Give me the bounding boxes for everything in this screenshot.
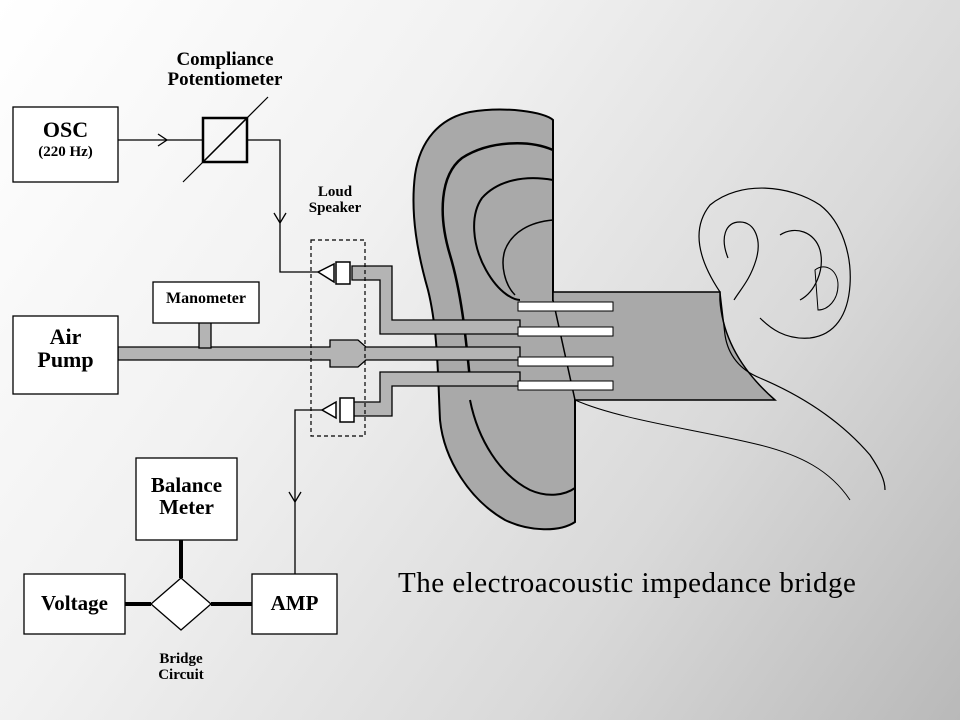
osc-title: OSC bbox=[42, 117, 89, 142]
air-pump-box bbox=[12, 315, 119, 395]
balance-meter-line1: Balance bbox=[150, 473, 223, 497]
probe-cuff bbox=[517, 301, 614, 391]
air-pump-line1: Air bbox=[49, 324, 82, 349]
loudspeaker-line2: Speaker bbox=[308, 199, 362, 216]
diagram-caption: The electroacoustic impedance bridge bbox=[398, 567, 857, 599]
bridge-line1: Bridge bbox=[159, 651, 203, 667]
loudspeaker-housing bbox=[310, 239, 366, 437]
bridge-circuit-diamond bbox=[150, 577, 212, 631]
balance-meter-box bbox=[135, 457, 238, 541]
voltage-label: Voltage bbox=[41, 591, 108, 615]
loudspeaker-line1: Loud bbox=[317, 184, 353, 200]
bridge-circuit-label: Bridge Circuit bbox=[135, 651, 227, 684]
bridge-wires bbox=[125, 540, 252, 606]
microphone-transducer bbox=[320, 397, 355, 423]
balance-meter-line2: Meter bbox=[159, 495, 214, 520]
bridge-line2: Circuit bbox=[158, 666, 204, 683]
signal-wires bbox=[118, 133, 322, 574]
balance-meter-label: Balance Meter bbox=[136, 474, 237, 518]
osc-label: OSC (220 Hz) bbox=[13, 118, 118, 161]
compliance-potentiometer-label: Compliance Potentiometer bbox=[140, 50, 310, 90]
component-boxes bbox=[12, 106, 338, 635]
osc-frequency: (220 Hz) bbox=[38, 144, 93, 161]
manometer-label: Manometer bbox=[166, 290, 246, 307]
speaker-transducer bbox=[316, 261, 351, 285]
osc-box bbox=[12, 106, 119, 183]
manometer-box bbox=[152, 281, 260, 324]
air-pump-line2: Pump bbox=[37, 347, 94, 373]
air-pump-label: Air Pump bbox=[13, 325, 118, 371]
compliance-label-line1: Compliance bbox=[176, 49, 274, 70]
compliance-label-line2: Potentiometer bbox=[167, 68, 283, 90]
loudspeaker-label: Loud Speaker bbox=[290, 184, 380, 217]
amp-label: AMP bbox=[270, 591, 319, 615]
amp-box bbox=[251, 573, 338, 635]
voltage-box bbox=[23, 573, 126, 635]
